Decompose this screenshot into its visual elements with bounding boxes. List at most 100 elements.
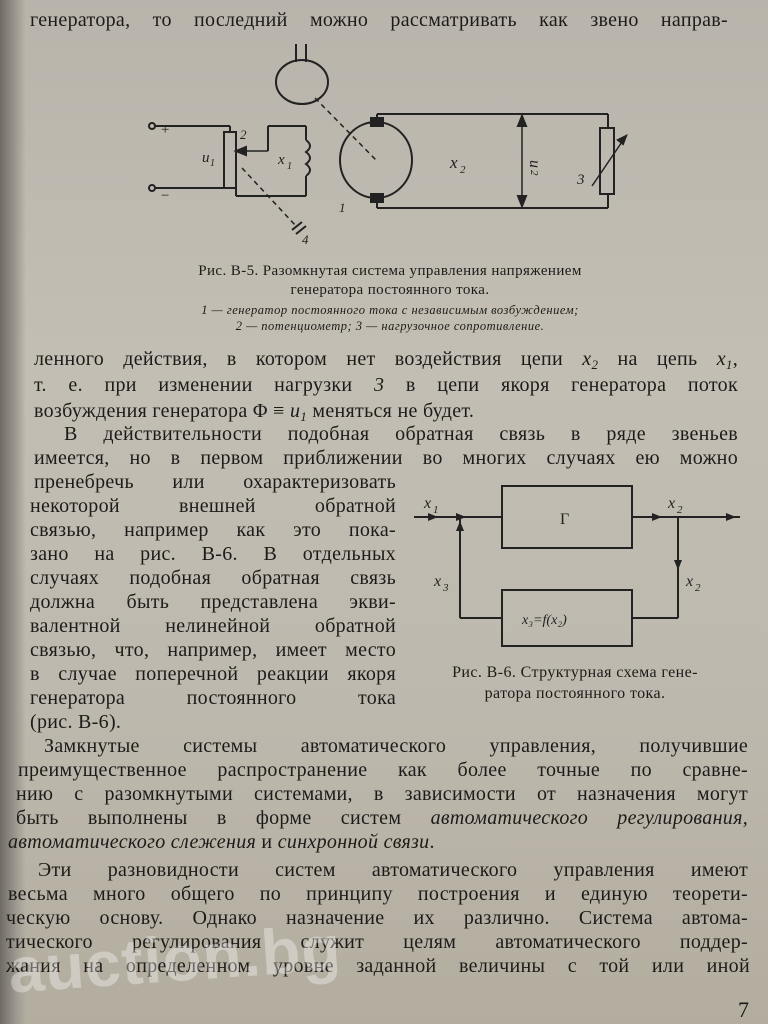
load-number: 3 bbox=[576, 172, 585, 188]
figure-b5-legend-line1: 1 — генератор постоянного тока с независ… bbox=[201, 303, 579, 317]
p2-l4: некоторой внешней обратной bbox=[30, 495, 396, 517]
x2-label: x bbox=[449, 153, 458, 172]
figure-b6-caption-line2: ратора постоянного тока. bbox=[484, 685, 666, 702]
p2-l2: имеется, но в первом приближении во мног… bbox=[34, 447, 738, 469]
paragraph2-line9: валентной нелинейной обратной bbox=[30, 614, 396, 638]
b6-x3-sub: 3 bbox=[442, 582, 449, 594]
p1-x1: x bbox=[716, 348, 726, 370]
p4-l4: тического регулирования служит целям авт… bbox=[6, 931, 748, 953]
figure-b5-caption: Рис. В-5. Разомкнутая система управления… bbox=[110, 262, 670, 300]
figure-b5-caption-line1: Рис. В-5. Разомкнутая система управления… bbox=[198, 263, 582, 279]
paragraph2-line1: В действительности подобная обратная свя… bbox=[64, 422, 738, 446]
feedback-block-label: x₃=f(x₂) bbox=[521, 613, 567, 628]
p2-l12: генератора постоянного тока bbox=[30, 687, 396, 709]
paragraph4-line4: тического регулирования служит целям авт… bbox=[6, 930, 748, 954]
u1-sub: 1 bbox=[210, 158, 215, 169]
paragraph2-line4: некоторой внешней обратной bbox=[30, 494, 396, 518]
paragraph4-line3: ческую основу. Однако назначение их разл… bbox=[6, 906, 748, 930]
paragraph3-line3: нию с разомкнутыми системами, в зависимо… bbox=[16, 782, 748, 806]
p2-l5: связью, например как это пока- bbox=[30, 519, 396, 541]
p3-l1: Замкнутые системы автоматического управл… bbox=[44, 735, 748, 757]
b6-x2-out-sub: 2 bbox=[677, 504, 683, 516]
paragraph3-line5: автоматического слежения и синхронной св… bbox=[8, 830, 435, 854]
b6-x1-sub: 1 bbox=[433, 504, 439, 516]
p3-l5-it1: автоматического слежения bbox=[8, 831, 257, 853]
p2-l10: связью, что, например, имеет место bbox=[30, 639, 396, 661]
paragraph4-line1: Эти разновидности систем автоматического… bbox=[38, 858, 748, 882]
p3-l4-it: автоматического регулирования, bbox=[430, 807, 748, 829]
p3-l2: преимущественное распространение как бол… bbox=[18, 759, 748, 781]
page-number-text: 7 bbox=[738, 997, 750, 1022]
p1-l2-a: т. е. при изменении нагрузки bbox=[34, 374, 353, 396]
paragraph1-line3: возбуждения генератора Φ ≡ u1 меняться н… bbox=[34, 399, 474, 429]
paragraph1-line2: т. е. при изменении нагрузки 3 в цепи як… bbox=[34, 373, 738, 397]
p1-l2-num: 3 bbox=[374, 374, 385, 396]
plus-label: + bbox=[160, 122, 170, 138]
top-text-line: генератора, то последний можно рассматри… bbox=[30, 8, 728, 32]
p2-l13: (рис. В-6). bbox=[30, 711, 122, 733]
paragraph3-line1: Замкнутые системы автоматического управл… bbox=[44, 734, 748, 758]
p3-l5-it2: синхронной связи bbox=[277, 831, 430, 853]
p2-l3: пренебречь или охарактеризовать bbox=[34, 471, 396, 493]
p1-x2: x bbox=[582, 348, 592, 370]
exciter-circle bbox=[275, 59, 329, 105]
p1-x1-sub: 1 bbox=[725, 357, 733, 372]
p1-l1-a: ленного действия, в котором нет воздейст… bbox=[34, 348, 564, 370]
p2-l6: зано на рис. В-6. В отдельных bbox=[30, 543, 396, 565]
paragraph2-line7: случаях подобная обратная связь bbox=[30, 566, 396, 590]
minus-label: − bbox=[160, 188, 170, 204]
p1-l1-c: , bbox=[732, 348, 738, 370]
top-text: генератора, то последний можно рассматри… bbox=[30, 9, 728, 31]
p1-u1: u bbox=[289, 400, 301, 422]
paragraph2-line3: пренебречь или охарактеризовать bbox=[34, 470, 396, 494]
paragraph2-line2: имеется, но в первом приближении во мног… bbox=[34, 446, 738, 470]
p4-l1: Эти разновидности систем автоматического… bbox=[38, 859, 748, 881]
page-spine-shadow bbox=[0, 0, 26, 1024]
paragraph2-line10: связью, что, например, имеет место bbox=[30, 638, 396, 662]
p2-l9: валентной нелинейной обратной bbox=[30, 615, 396, 637]
paragraph2-line13: (рис. В-6). bbox=[30, 710, 121, 734]
paragraph2-line6: зано на рис. В-6. В отдельных bbox=[30, 542, 396, 566]
figure-b6-caption: Рис. В-6. Структурная схема гене- ратора… bbox=[412, 662, 738, 704]
x2-sub: 2 bbox=[460, 164, 466, 176]
p4-l3: ческую основу. Однако назначение их разл… bbox=[6, 907, 748, 929]
control-number: 4 bbox=[302, 232, 309, 247]
p1-l3-a: возбуждения генератора Φ ≡ bbox=[34, 400, 285, 422]
pot-number: 2 bbox=[240, 127, 247, 142]
figure-b6-block-diagram: Г x₃=f(x₂) x 1 x 2 x 2 x 3 bbox=[414, 485, 740, 647]
paragraph2-line12: генератора постоянного тока bbox=[30, 686, 396, 710]
figure-b5-legend-line2: 2 — потенциометр; 3 — нагрузочное сопрот… bbox=[235, 319, 545, 333]
figure-b5-circuit: + − u 1 2 x 1 x 2 u 2 3 1 4 bbox=[148, 44, 628, 247]
paragraph4-line2: весьма много общего по принципу построен… bbox=[8, 882, 748, 906]
p3-l3: нию с разомкнутыми системами, в зависимо… bbox=[16, 783, 748, 805]
paragraph4-line5: жания на определенном уровне заданной ве… bbox=[6, 954, 750, 978]
b6-x2-down-sub: 2 bbox=[695, 582, 701, 594]
p1-l1-b: на цепь bbox=[617, 348, 698, 370]
block-g-label: Г bbox=[560, 511, 569, 528]
generator-circle bbox=[339, 121, 413, 199]
page-number: 7 bbox=[738, 998, 749, 1022]
p1-l2-b: в цепи якоря генератора поток bbox=[405, 374, 738, 396]
p2-l8: должна быть представлена экви- bbox=[30, 591, 396, 613]
p1-x2-sub: 2 bbox=[591, 357, 599, 372]
figure-b6-caption-line1: Рис. В-6. Структурная схема гене- bbox=[452, 664, 698, 681]
p2-l1: В действительности подобная обратная свя… bbox=[64, 423, 738, 445]
paragraph2-line8: должна быть представлена экви- bbox=[30, 590, 396, 614]
p3-l4-a: быть выполнены в форме систем bbox=[16, 807, 402, 829]
p2-l11: в случае поперечной реакции якоря bbox=[30, 663, 396, 685]
p1-l3-b: меняться не будет. bbox=[312, 400, 475, 422]
p4-l5: жания на определенном уровне заданной ве… bbox=[6, 955, 750, 977]
b6-x2-down-label: x bbox=[685, 573, 693, 590]
b6-x3-label: x bbox=[433, 573, 441, 590]
figure-b5-caption-line2: генератора постоянного тока. bbox=[290, 282, 490, 298]
generator-number: 1 bbox=[339, 200, 346, 215]
p4-l2: весьма много общего по принципу построен… bbox=[8, 883, 748, 905]
b6-x1-label: x bbox=[423, 495, 431, 512]
p2-l7: случаях подобная обратная связь bbox=[30, 567, 396, 589]
x1-label: x bbox=[277, 152, 285, 168]
figure-b5-legend: 1 — генератор постоянного тока с независ… bbox=[110, 302, 670, 334]
paragraph2-line5: связью, например как это пока- bbox=[30, 518, 396, 542]
paragraph1-line1: ленного действия, в котором нет воздейст… bbox=[34, 347, 738, 377]
paragraph2-line11: в случае поперечной реакции якоря bbox=[30, 662, 396, 686]
b6-x2-out-label: x bbox=[667, 495, 675, 512]
